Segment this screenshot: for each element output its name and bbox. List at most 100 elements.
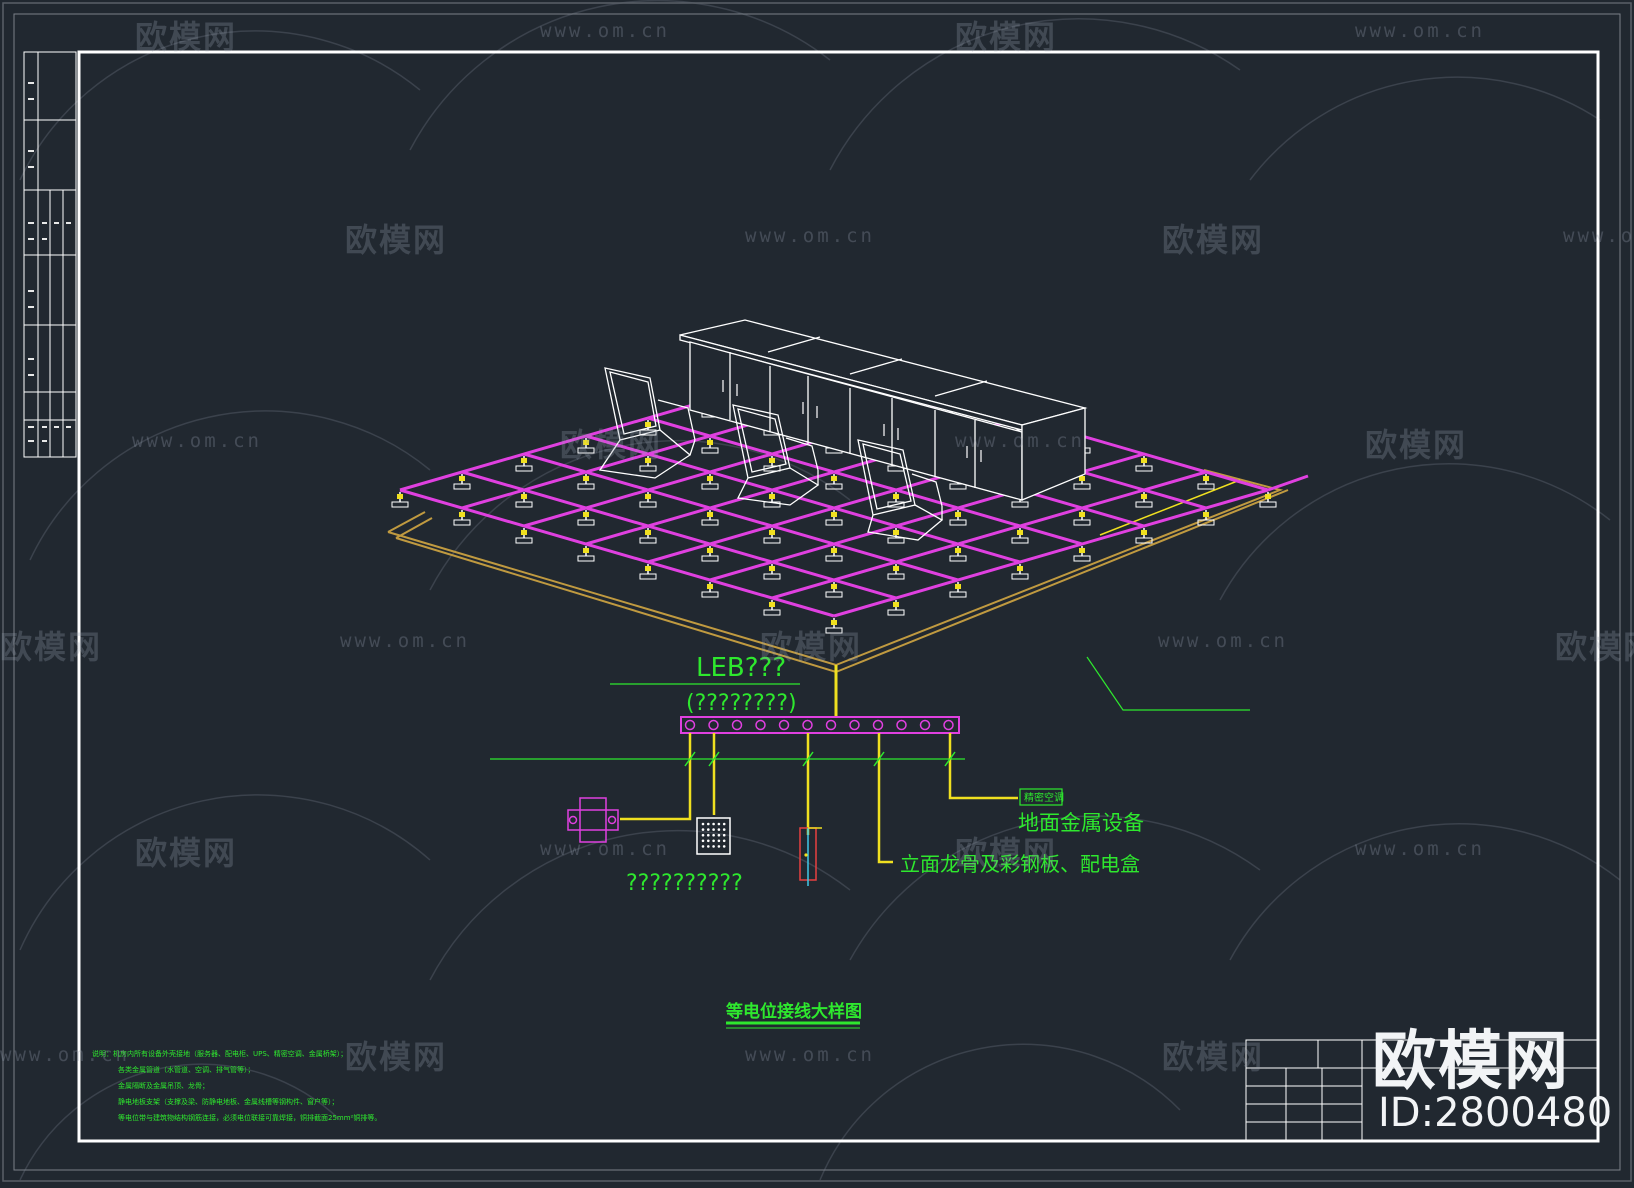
vent-panel-symbol [696,817,731,855]
leb-label: LEB??? [696,653,786,683]
console-desk [679,319,1088,501]
pedestal-clamp [1079,476,1085,481]
pedestal [825,510,843,526]
vent-dot [712,833,715,837]
pedestal-clamp [831,476,837,481]
pedestal-clamp [955,548,961,553]
vent-dot [722,839,726,843]
pedestal [1197,474,1215,490]
pedestal-base [639,501,657,508]
pedestal [515,456,533,472]
pedestal-base [1011,573,1029,580]
pedestal-base [763,609,781,616]
pedestal-base [825,591,843,598]
pedestal [515,528,533,544]
pedestal-base [515,465,533,472]
pedestal-clamp [831,548,837,553]
pedestal [1135,528,1153,544]
pedestal-base [949,555,967,562]
pedestal-clamp [521,458,527,463]
pedestal [701,582,719,598]
grid-line [585,434,1021,564]
pedestal [701,510,719,526]
pedestal-base [1073,483,1091,490]
pedestal-base [825,519,843,526]
grid-line [461,470,897,600]
pedestal-clamp [521,530,527,535]
pedestal-clamp [1017,530,1023,535]
vent-dot [722,833,726,837]
note-line: 金属隔断及金属吊顶、龙骨； [118,1081,209,1090]
pedestal [887,564,905,580]
pedestal-clamp [1079,512,1085,517]
busbar-terminal [731,719,743,731]
busbar-terminal [708,719,719,731]
grid-line [399,488,835,618]
pedestal [639,492,657,508]
wall-frame-symbol [799,827,822,886]
vent-dot [707,822,710,826]
pedestal-base [887,609,905,616]
pedestal [453,474,471,490]
pedestal [763,492,781,508]
vent-dot [712,822,715,826]
pedestal-base [577,555,595,562]
vent-dot [717,822,721,826]
pedestal-clamp [707,512,713,517]
grid-line [647,416,1083,546]
pedestal-base [887,537,905,544]
pedestal-base [763,573,781,580]
bottom-left-label: ?????????? [626,871,743,896]
pedestal-clamp [645,566,651,571]
pedestal [701,474,719,490]
grid-line [1267,474,1309,492]
vent-dot [712,845,715,848]
vent-dot [717,845,721,848]
pedestal-clamp [707,476,713,481]
vent-dot [707,833,710,837]
pedestal-clamp [521,494,527,499]
pedestal [453,510,471,526]
pedestal-clamp [769,566,775,571]
pedestal-base [701,483,719,490]
pedestal-clamp [893,530,899,535]
pedestal [577,438,595,454]
pedestal-base [1135,465,1153,472]
pedestal [577,510,595,526]
pedestal-base [701,447,719,454]
pedestal-clamp [707,584,713,589]
pedestal-base [701,591,719,598]
vent-dot [701,845,705,848]
pedestal [577,546,595,562]
pedestal-base [949,519,967,526]
pedestal-base [887,573,905,580]
equipment-tag: 精密空调 [1024,791,1064,804]
pedestal-base [1197,483,1215,490]
pedestal [887,492,905,508]
pedestal [949,546,967,562]
pedestal-clamp [583,548,589,553]
note-line: 各类金属管道（水管道、空调、排气管等）； [118,1065,255,1074]
pedestal [1073,546,1091,562]
title-block [1245,1039,1599,1142]
pedestal-clamp [893,602,899,607]
busbar-terminal [825,719,837,731]
pedestal-clamp [1141,458,1147,463]
busbar-terminal [778,719,790,731]
pedestal-base [577,519,595,526]
grid-line [833,488,1269,618]
pedestal-clamp [583,440,589,445]
chair-3 [857,439,944,541]
pedestal-clamp [893,566,899,571]
drawing-frame [77,50,1600,1143]
pedestal [1011,564,1029,580]
pedestal-clamp [955,512,961,517]
busbar-terminal [755,719,766,731]
pedestal [577,474,595,490]
pedestal-base [701,519,719,526]
pedestal-clamp [769,458,775,463]
pedestal-base [825,555,843,562]
pedestal-clamp [769,602,775,607]
pedestal-clamp [459,476,465,481]
inner-border [13,13,1621,1171]
